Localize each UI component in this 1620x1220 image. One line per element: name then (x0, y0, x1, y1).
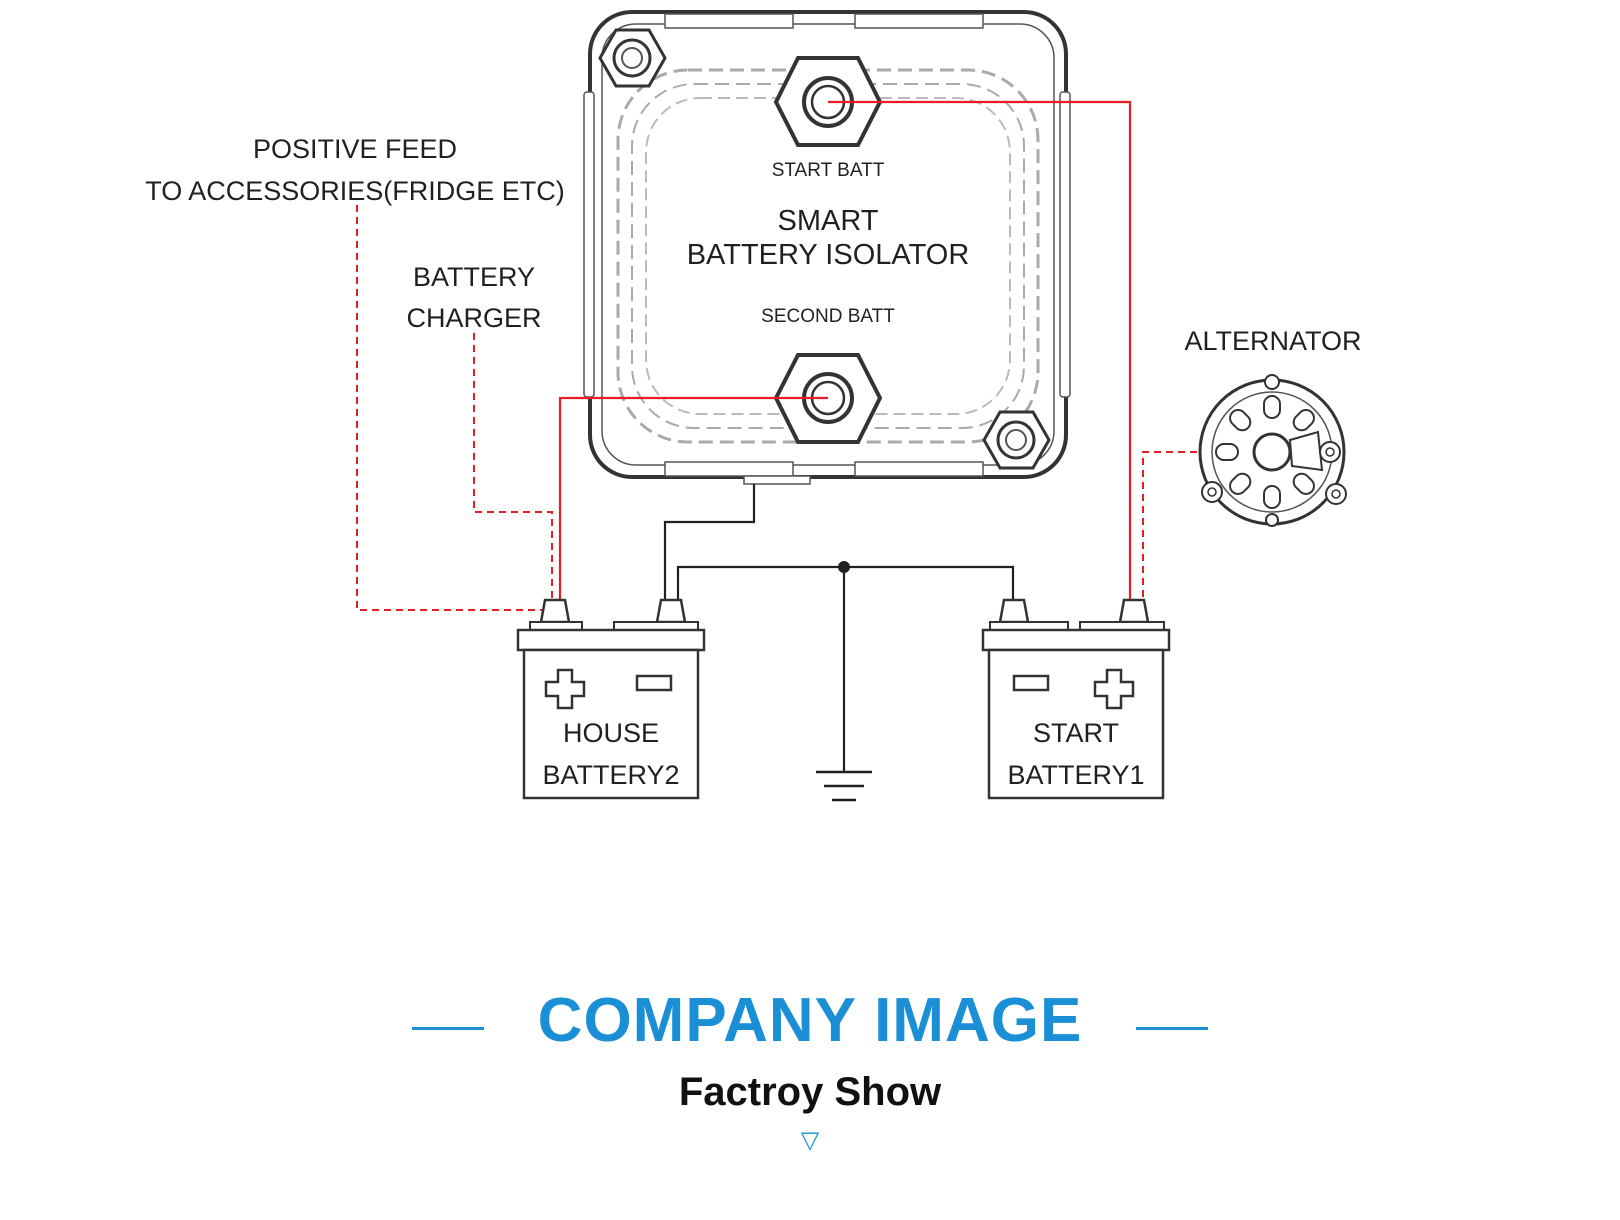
section-title: COMPANY IMAGE (537, 986, 1083, 1055)
mounting-bolt-icon (598, 28, 667, 88)
isolator-title-line1: SMART (778, 205, 879, 237)
start-batt-label: START BATT (772, 160, 885, 181)
start-battery-label-line1: START (1033, 718, 1119, 748)
charger-label-line2: CHARGER (406, 303, 541, 333)
section-subtitle: Factroy Show (678, 1070, 942, 1114)
second-batt-wire (558, 396, 828, 600)
alternator-icon (1198, 374, 1347, 527)
charger-wire (473, 333, 553, 600)
accessories-label-line2: TO ACCESSORIES(FRIDGE ETC) (145, 176, 565, 206)
plus-icon (1093, 668, 1135, 710)
charger-label-line1: BATTERY (413, 262, 535, 292)
minus-icon (635, 674, 673, 692)
title-rule-left (412, 1027, 484, 1030)
title-rule-right (1136, 1027, 1208, 1030)
house-battery: HOUSE BATTERY2 (516, 598, 706, 800)
start-battery: START BATTERY1 (981, 598, 1171, 800)
minus-icon (1012, 674, 1050, 692)
ground-symbol-icon (816, 770, 872, 802)
battery-isolator-unit: START BATT SMART BATTERY ISOLATOR SECOND… (583, 10, 1071, 485)
plus-icon (544, 668, 586, 710)
start-batt-wire (828, 100, 1132, 600)
start-battery-label-line2: BATTERY1 (1007, 760, 1144, 790)
isolator-ground-wire (663, 484, 756, 600)
accessories-label-line1: POSITIVE FEED (253, 134, 457, 164)
house-battery-label-line1: HOUSE (563, 718, 659, 748)
isolator-title-line2: BATTERY ISOLATOR (687, 239, 970, 271)
ground-junction-icon (838, 561, 850, 573)
alternator-wire (1142, 451, 1197, 600)
alternator-label: ALTERNATOR (1184, 326, 1361, 356)
down-triangle-icon: ▽ (800, 1126, 820, 1154)
house-battery-label-line2: BATTERY2 (542, 760, 679, 790)
mounting-bolt-icon (982, 410, 1051, 470)
second-batt-label: SECOND BATT (761, 306, 895, 327)
